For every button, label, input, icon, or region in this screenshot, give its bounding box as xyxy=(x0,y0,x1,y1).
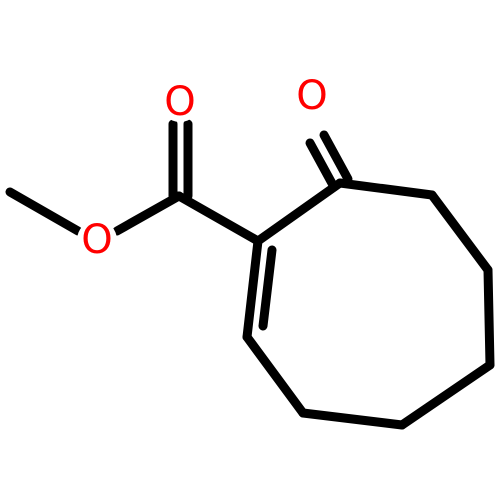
ketone-oxygen-bg xyxy=(292,76,332,116)
carbonyl-oxygen-bg xyxy=(160,82,200,122)
carbonyl-oxygen-label: O xyxy=(164,79,195,125)
bond-ketone-co-b xyxy=(319,130,353,184)
ketone-oxygen-label: O xyxy=(296,73,327,119)
bond-ring-c1-c2 xyxy=(253,178,345,246)
bond-ring-c7-c8 xyxy=(242,332,308,418)
bond-ring-c8-c1-a xyxy=(242,236,263,342)
bond-ring-c3-c4 xyxy=(427,190,493,275)
bond-carbonyl-ring xyxy=(174,191,263,246)
bond-ketone-co-a xyxy=(305,138,339,192)
ester-oxygen-bg xyxy=(77,220,117,260)
bond-ring-c6-c7 xyxy=(298,408,407,430)
ester-oxygen-label: O xyxy=(81,217,112,263)
bond-o-carbonyl-carbon xyxy=(112,191,184,236)
bond-ring-c4-c5 xyxy=(483,265,495,370)
bond-ring-c8-c1-b xyxy=(258,245,277,331)
bond-ring-c5-c6 xyxy=(397,360,495,430)
bond-ring-c2-c3 xyxy=(335,178,437,200)
bond-methyl-o xyxy=(5,187,83,236)
